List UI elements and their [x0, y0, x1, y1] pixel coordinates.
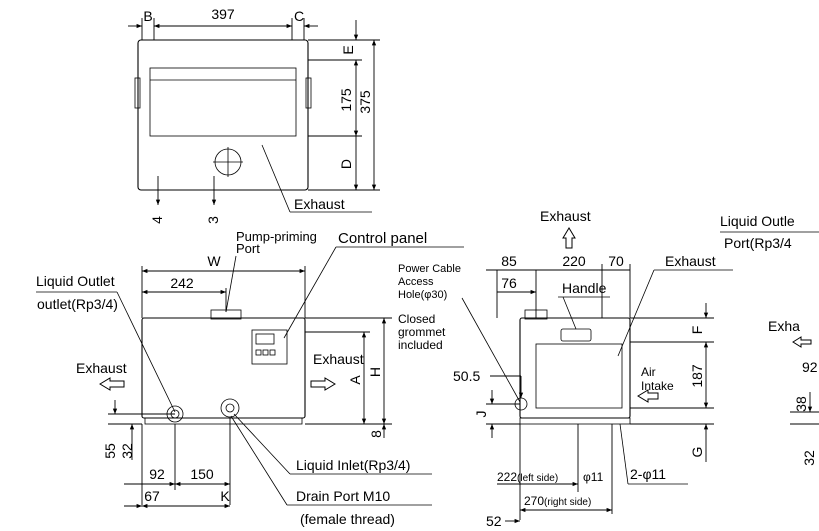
dim-50-5: 50.5 — [453, 368, 480, 384]
side-view: Exhaust 85 220 70 76 Exhaust Handle Powe… — [398, 208, 733, 529]
rear-port-label: Port(Rp3/4 — [724, 235, 792, 251]
dim-H: H — [367, 367, 383, 377]
liquid-outlet-port-label: outlet(Rp3/4) — [37, 296, 118, 312]
dim-A: A — [347, 375, 363, 385]
rear-exhaust-arrow — [792, 336, 812, 348]
dim-32: 32 — [119, 443, 135, 459]
liquid-inlet-label: Liquid Inlet(Rp3/4) — [296, 457, 410, 473]
dim-F: F — [689, 326, 705, 335]
handle-label: Handle — [562, 280, 607, 296]
dim-two-phi11: 2-φ11 — [630, 466, 666, 482]
dim-397: 397 — [211, 6, 235, 22]
rear-exhaust-label: Exha — [768, 318, 800, 334]
dim-3: 3 — [205, 216, 221, 224]
dim-242: 242 — [170, 275, 194, 291]
dim-270: 270(right side) — [524, 494, 591, 508]
air-intake-arrow — [637, 389, 659, 403]
side-exhaust-top-label: Exhaust — [540, 208, 591, 224]
dim-52: 52 — [486, 513, 502, 529]
dim-85: 85 — [501, 253, 517, 269]
dim-222: 222(left side) — [497, 470, 558, 484]
dim-55: 55 — [102, 443, 118, 459]
dim-W: W — [207, 253, 221, 269]
dim-70: 70 — [608, 253, 624, 269]
rear-liquid-outlet-label: Liquid Outle — [720, 213, 795, 229]
air-intake-label: Air Intake — [641, 365, 674, 393]
dim-76: 76 — [501, 275, 517, 291]
dim-J: J — [473, 411, 489, 418]
control-panel-label: Control panel — [338, 230, 427, 247]
grommet-label: Closed grommet included — [398, 312, 449, 352]
side-view-body — [519, 317, 631, 419]
dim-C: C — [294, 8, 304, 24]
power-cable-label: Power Cable Access Hole(φ30) — [398, 263, 464, 301]
drain-port-label: Drain Port M10 — [296, 488, 390, 504]
dim-375: 375 — [357, 90, 373, 114]
control-panel-box — [251, 329, 288, 365]
rear-dim-32: 32 — [801, 450, 817, 466]
dim-K: K — [220, 488, 230, 504]
exhaust-right-arrow — [310, 377, 336, 391]
dim-G: G — [689, 447, 705, 458]
dim-4: 4 — [149, 216, 165, 224]
exhaust-left-arrow — [99, 377, 125, 391]
rear-dim-92: 92 — [802, 359, 818, 375]
pump-priming-label: Pump-priming Port — [236, 229, 321, 256]
top-view: B 397 C E 175 375 D 4 3 Exhaust — [128, 6, 380, 224]
top-view-body — [137, 39, 309, 191]
dim-220: 220 — [562, 253, 586, 269]
dim-187: 187 — [689, 364, 705, 388]
top-exhaust-label: Exhaust — [294, 196, 345, 212]
dim-B: B — [143, 8, 152, 24]
front-view: W 242 Pump-priming Port Control panel Li… — [36, 229, 464, 527]
top-view-side-handle-left — [134, 77, 141, 109]
rear-dim-38: 38 — [793, 396, 809, 412]
dim-150: 150 — [190, 466, 214, 482]
rear-view-partial: Liquid Outle Port(Rp3/4 Exha 92 38 32 — [720, 213, 819, 466]
dim-92: 92 — [149, 466, 165, 482]
front-view-body — [141, 317, 306, 419]
front-exhaust-right-label: Exhaust — [313, 351, 364, 367]
top-view-side-handle-right — [305, 77, 312, 109]
side-air-intake-grille — [535, 343, 623, 409]
dim-8: 8 — [368, 430, 384, 438]
dim-67: 67 — [144, 488, 160, 504]
liquid-inlet-port — [220, 398, 240, 418]
dim-phi11: φ11 — [583, 470, 604, 484]
side-exhaust-right-label: Exhaust — [665, 253, 716, 269]
dim-E: E — [340, 45, 356, 54]
side-exhaust-up-arrow — [562, 227, 576, 249]
top-view-exhaust-grille — [149, 67, 297, 137]
drain-port-thread-label: (female thread) — [300, 511, 395, 527]
front-exhaust-left-label: Exhaust — [76, 360, 127, 376]
liquid-outlet-label: Liquid Outlet — [36, 273, 115, 289]
dim-D: D — [338, 159, 354, 169]
dim-175: 175 — [338, 88, 354, 112]
